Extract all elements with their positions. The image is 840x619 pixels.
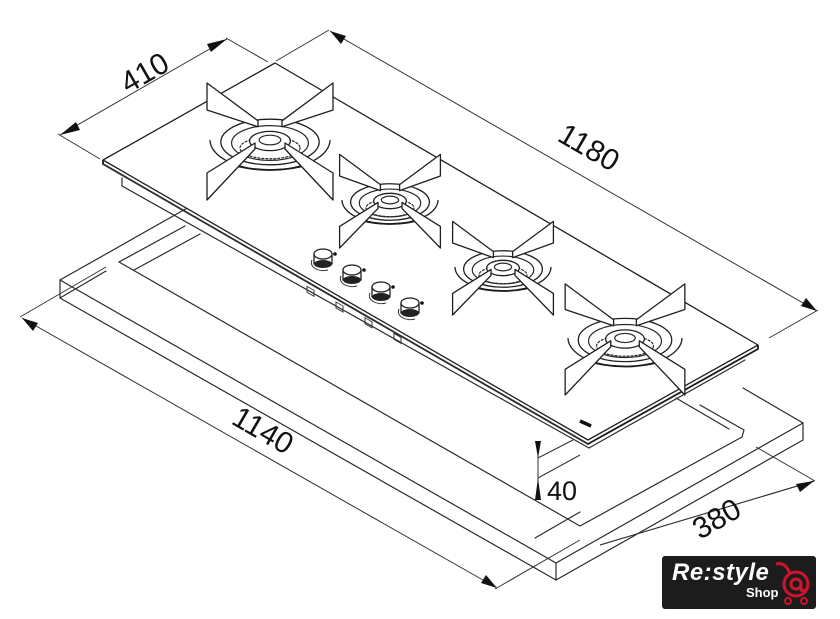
pan-support bbox=[514, 268, 555, 316]
pan-support bbox=[284, 142, 334, 201]
arrow-head bbox=[535, 441, 541, 458]
restyle-shop-logo: Re:style Shop bbox=[662, 556, 816, 609]
knob-base bbox=[372, 293, 390, 301]
arrow-head bbox=[60, 122, 80, 135]
dimension-label-1180: 1180 bbox=[553, 117, 625, 178]
arrow-head bbox=[22, 318, 38, 331]
dimension-label-410: 410 bbox=[115, 46, 175, 100]
knob-arc bbox=[368, 292, 387, 305]
knob-arc bbox=[339, 275, 358, 288]
burner-ring bbox=[471, 255, 535, 285]
control-knobs bbox=[310, 248, 424, 321]
burner-crown bbox=[604, 329, 646, 349]
knob-marker bbox=[391, 285, 395, 289]
knob-base bbox=[343, 276, 361, 284]
logo-sub: Shop bbox=[746, 585, 779, 600]
pan-support bbox=[451, 268, 492, 316]
arrow-head bbox=[801, 298, 817, 311]
pan-support bbox=[564, 283, 615, 327]
pan-support bbox=[564, 340, 612, 396]
pan-support bbox=[338, 201, 379, 249]
pan-support bbox=[638, 340, 686, 396]
pan-support bbox=[398, 153, 442, 192]
knob-marker bbox=[362, 268, 366, 272]
dimension-380: 380 bbox=[599, 446, 816, 546]
control-knob-1 bbox=[310, 248, 337, 272]
pan-support bbox=[451, 220, 495, 259]
burner-2 bbox=[338, 153, 442, 249]
arrow-head bbox=[796, 481, 814, 492]
burner-center bbox=[380, 195, 400, 205]
shopping-cart-at-icon bbox=[775, 562, 810, 605]
burner-4 bbox=[564, 283, 686, 396]
hob-body bbox=[121, 177, 746, 449]
burner-crown bbox=[373, 192, 407, 210]
knob-marker bbox=[333, 252, 337, 256]
arrow-head bbox=[481, 575, 497, 588]
burner-crown bbox=[486, 259, 520, 277]
burner-1 bbox=[206, 82, 334, 201]
countertop bbox=[59, 184, 804, 581]
knob-arc bbox=[310, 259, 329, 272]
knob-marker bbox=[420, 301, 424, 305]
burner-center bbox=[258, 134, 282, 146]
knob-top bbox=[342, 264, 362, 276]
control-knob-4 bbox=[397, 297, 424, 321]
knob-base bbox=[401, 309, 419, 317]
burner-ring bbox=[358, 188, 422, 218]
pan-support bbox=[206, 142, 256, 201]
pan-support bbox=[206, 82, 259, 128]
dimension-40: 40 bbox=[535, 439, 581, 506]
arrow-head bbox=[207, 39, 227, 52]
burner-crown bbox=[248, 130, 292, 152]
pan-support bbox=[338, 153, 382, 192]
knob-top bbox=[371, 281, 391, 293]
burner-3 bbox=[451, 220, 555, 316]
pan-support bbox=[511, 220, 555, 259]
arrow-head bbox=[330, 31, 346, 44]
front-controls-windows bbox=[306, 285, 402, 345]
knob-top bbox=[313, 248, 333, 260]
burner-center bbox=[614, 332, 636, 344]
dimension-label-40: 40 bbox=[547, 476, 577, 506]
pan-support bbox=[635, 283, 686, 327]
control-knob-3 bbox=[368, 281, 395, 305]
control-knob-2 bbox=[339, 264, 366, 288]
knob-arc bbox=[397, 308, 416, 321]
burner-ring bbox=[231, 124, 310, 161]
burners bbox=[206, 82, 686, 396]
arrow-head bbox=[535, 478, 541, 500]
logo-brand: Re:style bbox=[672, 559, 770, 586]
knob-base bbox=[314, 260, 332, 268]
burner-ring bbox=[587, 323, 663, 359]
glass-top bbox=[102, 62, 759, 446]
indicator-slot bbox=[579, 419, 592, 428]
pan-support bbox=[281, 82, 334, 128]
pan-support bbox=[401, 201, 442, 249]
burner-center bbox=[493, 262, 513, 272]
knob-top bbox=[400, 297, 420, 309]
